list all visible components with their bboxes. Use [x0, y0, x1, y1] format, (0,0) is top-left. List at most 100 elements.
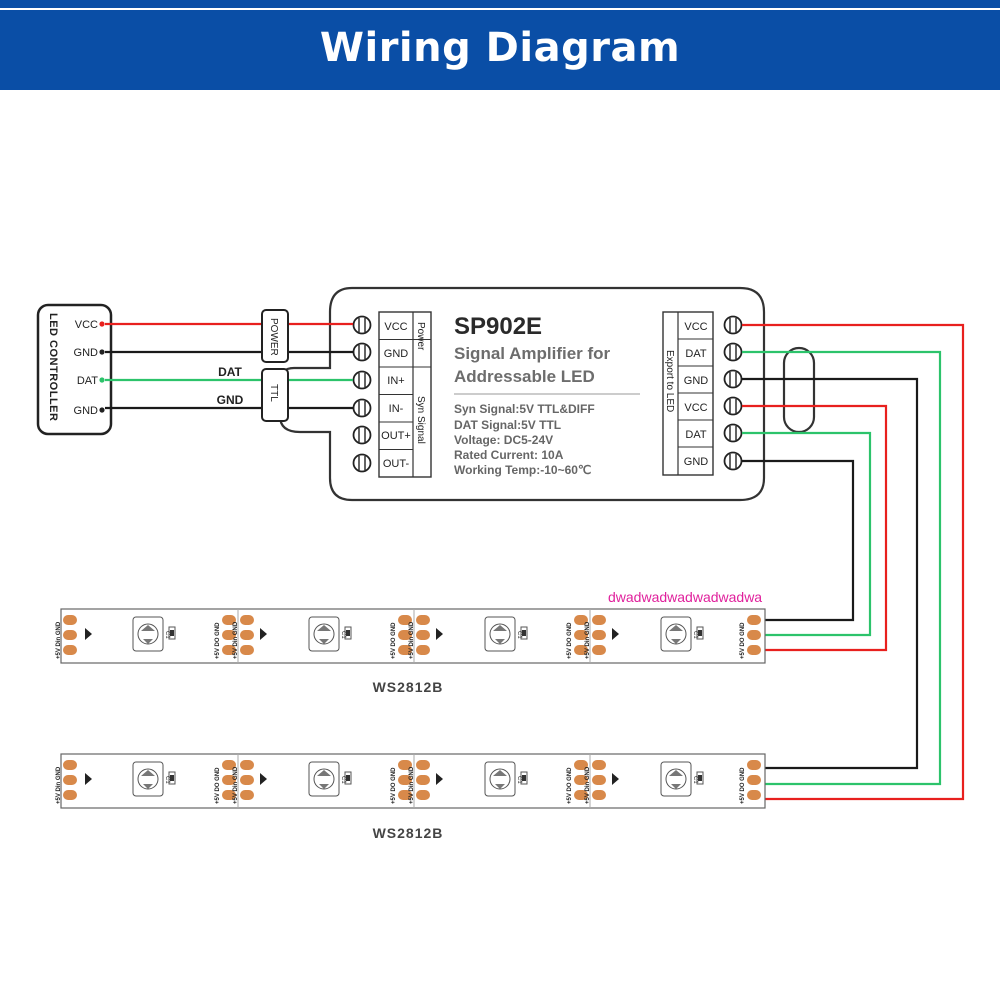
power-group-label: Power [415, 322, 426, 351]
pin-dot-vcc [99, 321, 105, 327]
input-terminal-label-gnd: GND [384, 348, 409, 360]
solder-pad [398, 775, 412, 785]
solder-pad [416, 760, 430, 770]
screw-icon [352, 370, 372, 390]
amplifier-subtitle-1: Signal Amplifier for [454, 344, 611, 363]
wire-label-gnd: GND [217, 393, 244, 407]
solder-pad [240, 645, 254, 655]
pad-label: +5V DO GND [740, 622, 746, 659]
capacitor-label: C1 [340, 776, 346, 784]
solder-pad-group: +5V Din GND [409, 760, 430, 804]
solder-pad [592, 775, 606, 785]
strip-body [60, 608, 766, 664]
direction-arrow-icon [612, 773, 619, 785]
solder-pad-group: +5V DO GND [391, 760, 412, 804]
solder-pad [398, 615, 412, 625]
solder-pad-group: +5V Din GND [233, 760, 254, 804]
syn-signal-group-label: Syn Signal [415, 396, 426, 444]
amplifier-model: SP902E [454, 313, 542, 340]
solder-pad [592, 760, 606, 770]
solder-pad-group: +5V Din GND [409, 615, 430, 659]
spec-voltage: Voltage: DC5-24V [454, 433, 553, 447]
pad-label: +5V DO GND [215, 767, 221, 804]
power-tag: POWER [261, 309, 289, 363]
direction-arrow-icon [85, 628, 92, 640]
wire-label-dat: DAT [218, 365, 242, 379]
wire-gnd-strip-2 [742, 377, 919, 770]
direction-arrow-icon [436, 773, 443, 785]
controller-pin-dat: DAT [77, 375, 98, 387]
screw-icon [352, 425, 372, 445]
direction-arrow-icon [436, 628, 443, 640]
solder-pad-group: +5V DO GND [567, 760, 588, 804]
solder-pad [240, 790, 254, 800]
screw-icon [723, 369, 743, 389]
solder-pad [63, 615, 77, 625]
direction-arrow-icon [612, 628, 619, 640]
solder-pad [747, 615, 761, 625]
output-terminal-block: Export to LED VCC DAT GND VCC DAT GND [662, 311, 714, 476]
led-chip: C1 [132, 761, 176, 797]
solder-pad [747, 790, 761, 800]
led-chip: C1 [484, 616, 528, 652]
controller-label: LED CONTROLLER [47, 313, 59, 421]
solder-pad [222, 790, 236, 800]
solder-pad [574, 630, 588, 640]
wire-vcc-strip-1 [742, 404, 888, 652]
direction-arrow-icon [85, 773, 92, 785]
led-strip-1: +5V Din GND C1 +5V DO GND +5V Din GND +5V DO… [56, 608, 766, 664]
solder-pad [592, 790, 606, 800]
solder-pad [574, 615, 588, 625]
direction-arrow-icon [260, 628, 267, 640]
strip-body [60, 753, 766, 809]
amplifier-subtitle-2: Addressable LED [454, 367, 595, 386]
solder-pad [398, 760, 412, 770]
solder-pad [63, 760, 77, 770]
solder-pad-group: +5V DO GND [740, 615, 761, 659]
solder-pad-group: +5V DO GND [215, 615, 236, 659]
solder-pad [398, 630, 412, 640]
solder-pad-group: +5V Din GND [585, 760, 606, 804]
spec-working-temp: Working Temp:-10~60℃ [454, 463, 591, 477]
solder-pad [592, 615, 606, 625]
solder-pad [222, 775, 236, 785]
solder-pad [574, 760, 588, 770]
pad-label: +5V DO GND [567, 622, 573, 659]
solder-pad [222, 760, 236, 770]
input-screw-terminals [352, 315, 372, 473]
wire-gnd-strip-1 [742, 459, 855, 622]
solder-pad [222, 615, 236, 625]
solder-pad [240, 615, 254, 625]
output-terminal-label-dat-2: DAT [685, 429, 706, 441]
pad-label: +5V Din GND [56, 766, 62, 804]
input-terminal-label-vcc: VCC [384, 321, 407, 333]
pad-label: +5V Din GND [585, 766, 591, 804]
pad-label: +5V Din GND [409, 621, 415, 659]
input-terminal-label-out-plus: OUT+ [381, 430, 411, 442]
solder-pad-group: +5V Din GND [585, 615, 606, 659]
solder-pad [240, 775, 254, 785]
capacitor-label: C1 [340, 631, 346, 639]
capacitor-label: C1 [516, 776, 522, 784]
screw-icon [723, 342, 743, 362]
output-wires [742, 323, 965, 801]
capacitor-label: C1 [692, 776, 698, 784]
output-terminal-label-vcc: VCC [684, 321, 707, 333]
led-chip: C1 [308, 761, 352, 797]
pad-label: +5V DO GND [391, 622, 397, 659]
solder-pad [222, 645, 236, 655]
header-bar: Wiring Diagram [0, 0, 1000, 90]
solder-pad [747, 760, 761, 770]
pad-label: +5V Din GND [409, 766, 415, 804]
capacitor-label: C1 [516, 631, 522, 639]
solder-pad [747, 645, 761, 655]
spec-rated-current: Rated Current: 10A [454, 448, 564, 462]
export-to-led-label: Export to LED [664, 350, 675, 412]
solder-pad [240, 630, 254, 640]
pad-label: +5V Din GND [585, 621, 591, 659]
solder-pad [398, 790, 412, 800]
solder-pad [63, 790, 77, 800]
strip-2-name: WS2812B [373, 825, 444, 841]
input-terminal-label-out-minus: OUT- [383, 458, 410, 470]
